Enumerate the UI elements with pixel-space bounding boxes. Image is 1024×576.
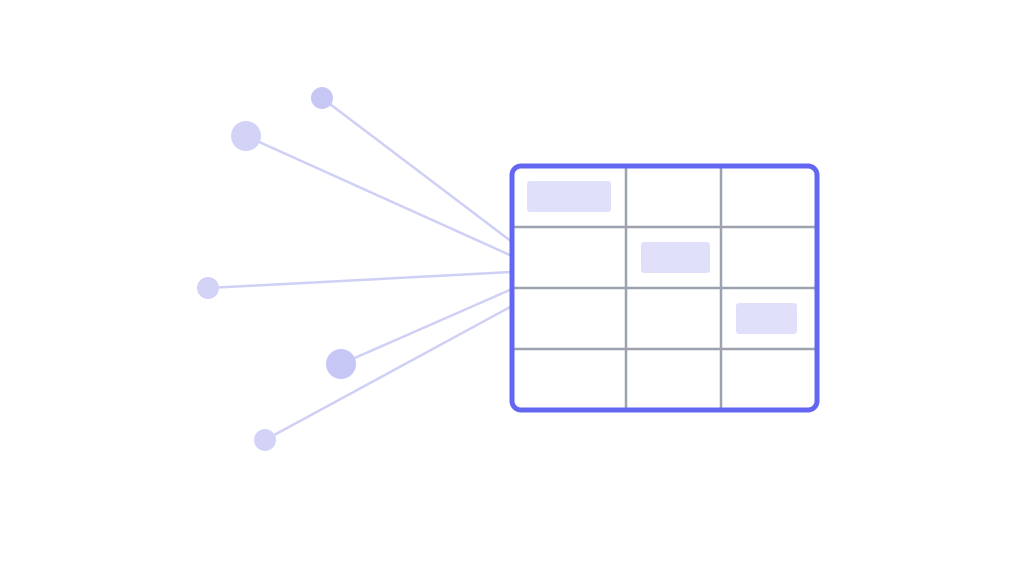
source-node-2 [231,121,261,151]
connector-line-4 [339,287,514,366]
connector-line-1 [320,96,514,244]
source-node-4 [326,349,356,379]
connector-lines [206,96,514,442]
source-node-1 [311,87,333,109]
connector-line-3 [206,270,514,290]
highlighted-cell-r3c3 [736,303,797,334]
highlighted-cell-r2c2 [641,242,710,273]
connector-line-5 [263,304,514,442]
data-table [509,163,820,413]
highlighted-cell-r1c1 [527,181,611,212]
source-node-3 [197,277,219,299]
table-border [509,163,820,413]
source-nodes [197,87,356,451]
connector-line-2 [244,134,514,258]
source-node-5 [254,429,276,451]
